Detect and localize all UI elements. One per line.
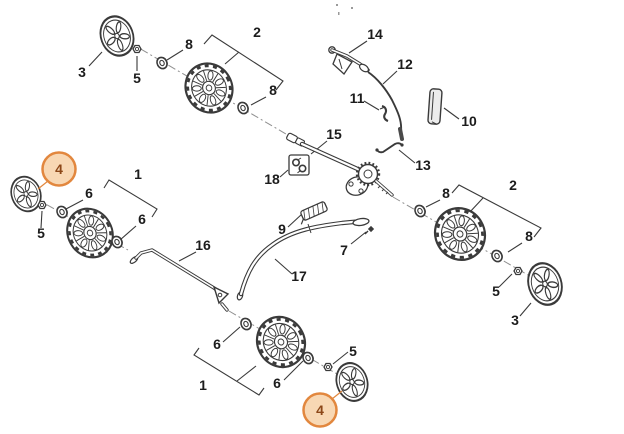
callout-8-right: 8 — [442, 185, 450, 201]
callout-7: 7 — [340, 242, 348, 258]
bushing-8-top-left-outer — [154, 54, 171, 72]
bushing-8-top-left-inner — [235, 99, 252, 117]
callout-2-top-left: 2 — [253, 24, 261, 40]
callout-8-right-2: 8 — [525, 228, 533, 244]
hub-cap-3-right — [521, 257, 569, 311]
callout-4-left: 4 — [55, 161, 63, 177]
callout-8-top-left-2: 8 — [269, 82, 277, 98]
callout-18: 18 — [264, 171, 280, 187]
bushing-8-right-inner — [489, 247, 506, 265]
bushing-6-left-outer — [54, 203, 71, 221]
callout-6-left: 6 — [85, 185, 93, 201]
callout-12: 12 — [397, 56, 413, 72]
callout-6-bottom: 6 — [213, 336, 221, 352]
hub-cap-4-bottom — [330, 357, 374, 407]
print-specks — [336, 4, 353, 15]
rear-axle-16 — [129, 248, 230, 312]
callout-9: 9 — [278, 221, 286, 237]
callout-labels: 3 5 8 2 8 14 12 11 10 15 13 18 8 2 8 5 3… — [37, 24, 533, 393]
highlight-marker-circle[interactable] — [302, 392, 338, 428]
callout-11: 11 — [350, 90, 365, 106]
nut-5-left — [37, 200, 47, 210]
callout-3-top-left: 3 — [78, 64, 86, 80]
link-rod-13 — [375, 142, 404, 154]
pinion-gear — [357, 163, 379, 185]
wheel-bottom — [246, 306, 316, 378]
callout-1-left: 1 — [134, 166, 142, 182]
callout-13: 13 — [415, 157, 431, 173]
callout-6-bottom-2: 6 — [273, 375, 281, 391]
nut-5-right — [513, 266, 523, 276]
leader-lines — [40, 40, 532, 381]
wheel-2-top-left — [175, 53, 243, 123]
callout-5-right: 5 — [492, 283, 500, 299]
callout-10: 10 — [461, 113, 477, 129]
cover-plate-10 — [427, 88, 443, 125]
callout-8-top-left: 8 — [185, 36, 193, 52]
front-axle-15 — [286, 132, 394, 197]
callout-16: 16 — [195, 237, 211, 253]
callout-17: 17 — [291, 268, 307, 284]
control-cable-12 — [367, 71, 404, 141]
callout-4-bottom: 4 — [316, 402, 324, 418]
cable-clip-11 — [379, 104, 389, 122]
bracket-1-bottom — [193, 347, 265, 396]
bracket-2-top-left — [203, 34, 284, 91]
highlighted-callout-4-bottom[interactable]: 4 — [302, 390, 343, 428]
bracket-2-right — [451, 184, 542, 238]
nut-5-top-left — [132, 44, 142, 54]
callout-6-left-2: 6 — [138, 211, 146, 227]
bushing-8-right-outer — [412, 202, 429, 220]
callout-3-right: 3 — [511, 312, 519, 328]
callout-2-right: 2 — [509, 177, 517, 193]
highlighted-callout-4-left[interactable]: 4 — [37, 151, 77, 190]
callout-14: 14 — [367, 26, 383, 42]
nut-5-bottom — [323, 362, 333, 372]
clip-kit-18 — [288, 154, 310, 176]
callout-1-bottom: 1 — [199, 377, 207, 393]
bushing-6-bottom-outer — [238, 315, 255, 333]
group-brackets — [103, 34, 542, 396]
wheel-left — [57, 198, 123, 268]
wheel-2-right — [424, 197, 496, 271]
brake-lever-14 — [328, 46, 370, 75]
highlight-marker-circle[interactable] — [41, 151, 77, 187]
callout-5-top-left: 5 — [133, 70, 141, 86]
callout-15: 15 — [326, 126, 342, 142]
callout-5-bottom: 5 — [349, 343, 357, 359]
bracket-1-left — [103, 179, 158, 218]
grip-9 — [300, 201, 328, 225]
screw-7 — [364, 225, 375, 235]
callout-5-left: 5 — [37, 225, 45, 241]
handlebar-17 — [236, 217, 370, 301]
